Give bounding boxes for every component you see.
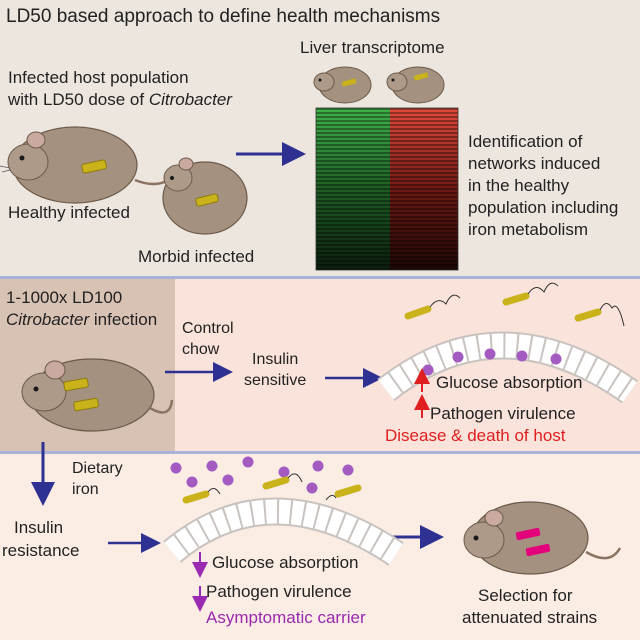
bacterium-icon [404,305,432,320]
networks-label-line5: iron metabolism [468,220,588,239]
networks-label-line4: population including [468,198,619,217]
control-chow-line1: Control [182,320,234,337]
iron-dot-icon [170,462,182,474]
morbid-infected-label: Morbid infected [138,247,255,266]
liver-transcriptome-label: Liver transcriptome [300,38,445,57]
bacterium-icon [334,484,362,498]
insulin-sensitive-line1: Insulin [252,351,299,368]
healthy-infected-label: Healthy infected [8,203,130,222]
bacterium-icon [413,72,429,81]
heatmap-icon [315,107,459,271]
mouse-icon [313,66,372,104]
asymptomatic-carrier-label: Asymptomatic carrier [206,608,366,627]
bacterium-icon [63,377,89,392]
bacterium-icon [515,527,541,541]
dietary-iron-line2: iron [72,481,99,498]
iron-dot-icon [484,348,496,360]
bacterium-icon [574,308,602,322]
pathogen-virulence-label: Pathogen virulence [206,582,352,601]
mouse-icon [463,501,622,575]
population-label-line2: with LD50 dose of Citrobacter [8,90,232,109]
insulin-sensitive-line2: sensitive [244,372,307,389]
bacterium-icon [341,78,357,87]
diagram-title: LD50 based approach to define health mec… [6,6,441,27]
iron-dot-icon [516,350,528,362]
iron-dot-icon [312,460,324,472]
iron-dot-icon [206,460,218,472]
networks-label-line3: in the healthy [468,176,570,195]
iron-dot-icon [278,466,290,478]
control-chow-line2: chow [182,341,220,358]
iron-dot-icon [342,464,354,476]
panel-separator [0,451,640,454]
iron-dot-icon [306,482,318,494]
intestine-icon [163,497,404,566]
pathogen-virulence-label: Pathogen virulence [430,404,576,423]
bacterium-icon [502,292,530,306]
dose-label-line2: Citrobacter infection [6,310,158,329]
disease-death-label: Disease & death of host [385,426,566,445]
population-label-line1: Infected host population [8,68,189,87]
bacterium-icon [81,159,107,174]
iron-dot-icon [242,456,254,468]
glucose-absorption-label: Glucose absorption [436,373,583,392]
iron-dot-icon [422,364,434,376]
iron-dot-icon [222,474,234,486]
insulin-resistance-line2: resistance [2,541,80,560]
bacterium-icon [73,397,99,412]
iron-dot-icon [550,353,562,365]
glucose-absorption-label: Glucose absorption [212,553,359,572]
bacterium-icon [262,476,290,490]
selection-label-line2: attenuated strains [462,608,598,627]
iron-dot-icon [186,476,198,488]
bacterium-icon [195,193,219,207]
mouse-icon [21,358,174,432]
selection-label-line1: Selection for [478,586,573,605]
bacterium-icon [182,490,210,504]
dose-label-line1: 1-1000x LD100 [6,288,123,307]
dietary-iron-line1: Dietary [72,460,123,477]
insulin-resistance-line1: Insulin [14,518,64,537]
networks-label-line1: Identification of [468,132,583,151]
iron-dot-icon [452,351,464,363]
mouse-icon [386,66,445,104]
panel-separator [0,276,640,279]
bacterium-icon [525,543,551,557]
networks-label-line2: networks induced [468,154,601,173]
